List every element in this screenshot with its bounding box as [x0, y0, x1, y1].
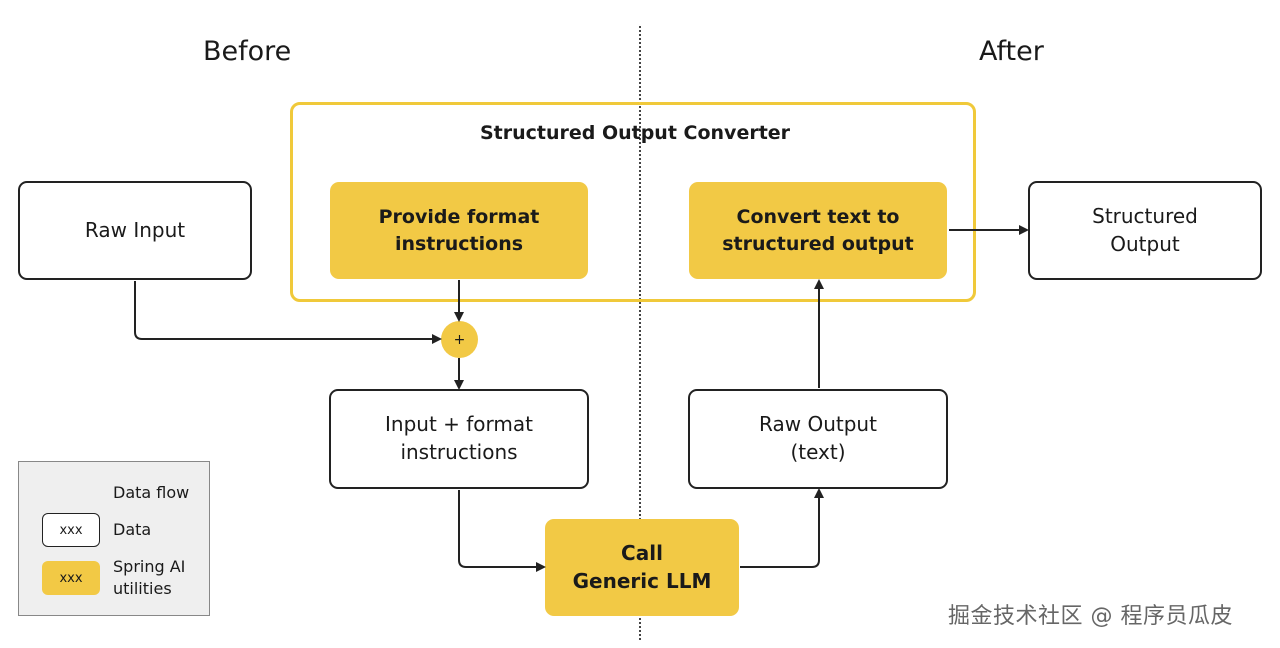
- before-heading: Before: [203, 36, 292, 67]
- raw-input-node: Raw Input: [18, 181, 252, 280]
- before-after-divider: [639, 26, 641, 640]
- legend-util-swatch: xxx: [42, 561, 100, 595]
- arrow-input-to-llm: [458, 490, 546, 572]
- legend-data-flow-label: Data flow: [113, 483, 190, 502]
- raw-output-node: Raw Output(text): [688, 389, 948, 489]
- legend-data-swatch: xxx: [42, 513, 100, 547]
- arrow-llm-to-raw-output: [740, 488, 824, 568]
- legend-data-label: Data: [113, 520, 152, 539]
- structured-output-converter-frame: [290, 102, 976, 302]
- converter-title: Structured Output Converter: [479, 122, 791, 144]
- raw-output-label: Raw Output(text): [759, 412, 877, 464]
- combine-plus-node: +: [441, 321, 478, 358]
- arrow-raw-input-to-plus: [134, 281, 442, 344]
- raw-input-label: Raw Input: [84, 217, 186, 242]
- after-heading: After: [979, 36, 1044, 67]
- watermark: 掘金技术社区 @ 程序员瓜皮: [948, 604, 1233, 629]
